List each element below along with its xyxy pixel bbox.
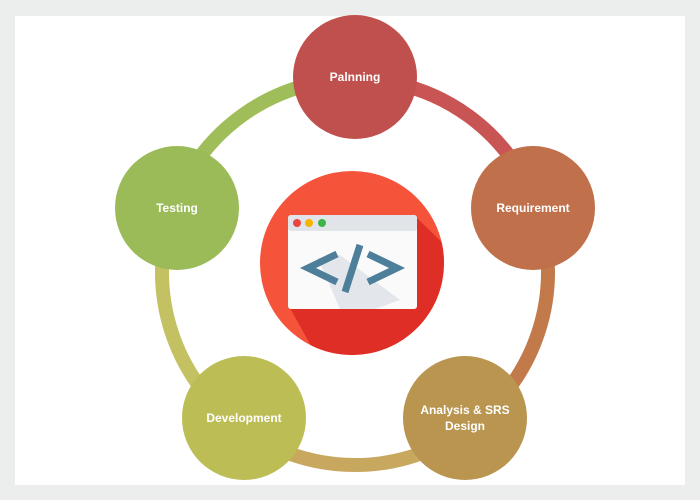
stage-label: Palnning	[329, 70, 381, 84]
stage-label: Requirement	[496, 201, 570, 215]
connector-analysis-development	[273, 441, 437, 472]
stage-requirement: Requirement	[471, 146, 595, 270]
stage-analysis-srs-design: Analysis & SRS Design	[403, 356, 527, 480]
stage-label: Testing	[156, 201, 198, 215]
stage-testing: Testing	[115, 146, 239, 270]
stage-planning: Palnning	[293, 15, 417, 139]
stage-development: Development	[182, 356, 306, 480]
stage-label: Analysis & SRS Design	[420, 403, 510, 433]
code-window-icon	[260, 171, 444, 355]
stage-label: Development	[206, 411, 282, 425]
